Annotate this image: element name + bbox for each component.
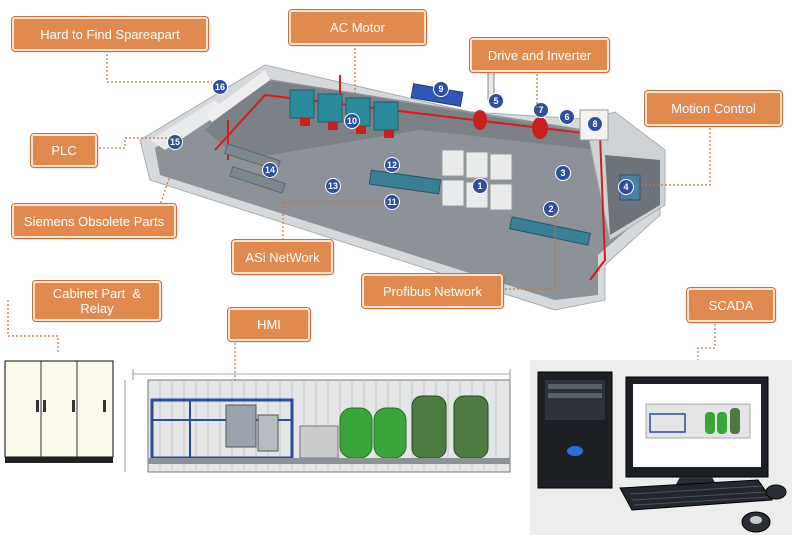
marker-12: 12 bbox=[387, 160, 397, 170]
marker-11: 11 bbox=[387, 197, 397, 207]
marker-7: 7 bbox=[538, 105, 543, 115]
marker-5: 5 bbox=[493, 96, 498, 106]
label-cabinet-part-relay: Cabinet Part & Relay bbox=[32, 280, 162, 322]
factory-floor-plan bbox=[139, 64, 666, 311]
label-drive-and-inverter: Drive and Inverter bbox=[469, 37, 610, 73]
marker-15: 15 bbox=[170, 137, 180, 147]
cabinet-cluster-icon bbox=[441, 149, 513, 211]
marker-2: 2 bbox=[548, 204, 553, 214]
container-hmi-drawing bbox=[124, 369, 511, 473]
label-plc: PLC bbox=[30, 133, 98, 168]
label-hmi: HMI bbox=[227, 307, 311, 342]
marker-14: 14 bbox=[265, 165, 275, 175]
label-ac-motor: AC Motor bbox=[288, 9, 427, 46]
label-scada: SCADA bbox=[686, 287, 776, 323]
marker-16: 16 bbox=[215, 82, 225, 92]
ac-motor-row-icon bbox=[289, 89, 399, 138]
marker-4: 4 bbox=[623, 182, 628, 192]
label-profibus-network: Profibus Network bbox=[361, 273, 504, 309]
label-siemens-obsolete-parts: Siemens Obsolete Parts bbox=[11, 203, 177, 239]
marker-6: 6 bbox=[564, 112, 569, 122]
marker-1: 1 bbox=[477, 181, 482, 191]
numbered-markers: 1 2 3 4 5 6 7 8 9 10 11 12 13 14 15 16 bbox=[167, 79, 634, 217]
electrical-cabinet-icon bbox=[4, 360, 114, 463]
marker-3: 3 bbox=[560, 168, 565, 178]
marker-13: 13 bbox=[328, 181, 338, 191]
marker-9: 9 bbox=[438, 84, 443, 94]
marker-10: 10 bbox=[347, 116, 357, 126]
label-cabinet-line-2: Relay bbox=[80, 301, 114, 316]
scada-computer-icon bbox=[530, 360, 792, 535]
label-asi-network: ASi NetWork bbox=[231, 239, 334, 275]
marker-8: 8 bbox=[592, 119, 597, 129]
label-motion-control: Motion Control bbox=[644, 90, 783, 127]
label-hard-to-find-sparepart: Hard to Find Spareapart bbox=[11, 16, 209, 52]
label-cabinet-line-1: Cabinet Part & bbox=[52, 286, 142, 301]
